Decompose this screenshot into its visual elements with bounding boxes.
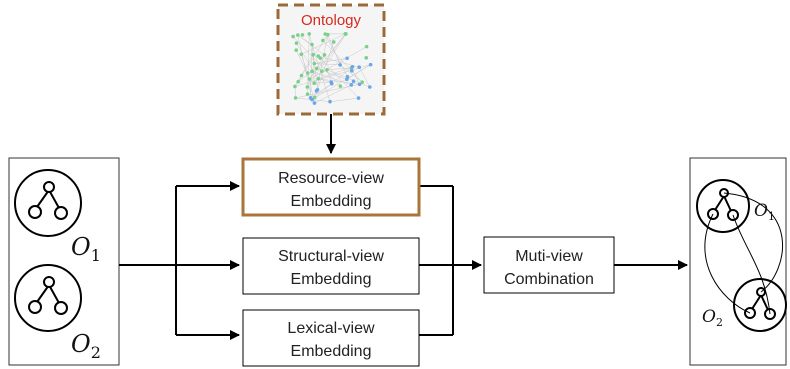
alignment-links: [704, 192, 784, 315]
combination-line2: Combination: [504, 271, 594, 288]
input-o1-label: O1: [71, 233, 101, 265]
resource-view-box: Resource-view Embedding: [241, 157, 421, 217]
input-o2-label: O2: [71, 330, 101, 362]
resource-view-line2: Embedding: [291, 193, 372, 210]
structural-view-line1: Structural-view: [278, 248, 384, 265]
resource-view-line1: Resource-view: [278, 170, 384, 187]
input-ontologies-box: O1 O2: [8, 157, 120, 366]
lexical-view-line1: Lexical-view: [287, 320, 375, 337]
ontology-label: Ontology: [301, 12, 362, 29]
combination-box: Muti-view Combination: [483, 236, 615, 294]
ontology-graph-icon: [291, 32, 373, 105]
structural-view-box: Structural-view Embedding: [242, 237, 420, 295]
lexical-view-line2: Embedding: [291, 343, 372, 360]
structural-view-line2: Embedding: [291, 271, 372, 288]
output-o2-label: O2: [702, 307, 723, 329]
ontology-o2-icon: [14, 264, 82, 332]
combination-line1: Muti-view: [515, 248, 583, 265]
output-aligned-box: O1 O2: [689, 157, 787, 366]
output-o1-label: O1: [754, 201, 775, 223]
ontology-box: Ontology: [276, 3, 386, 116]
ontology-o1-icon: [14, 169, 82, 237]
connectors: [119, 114, 688, 340]
lexical-view-box: Lexical-view Embedding: [242, 309, 420, 367]
